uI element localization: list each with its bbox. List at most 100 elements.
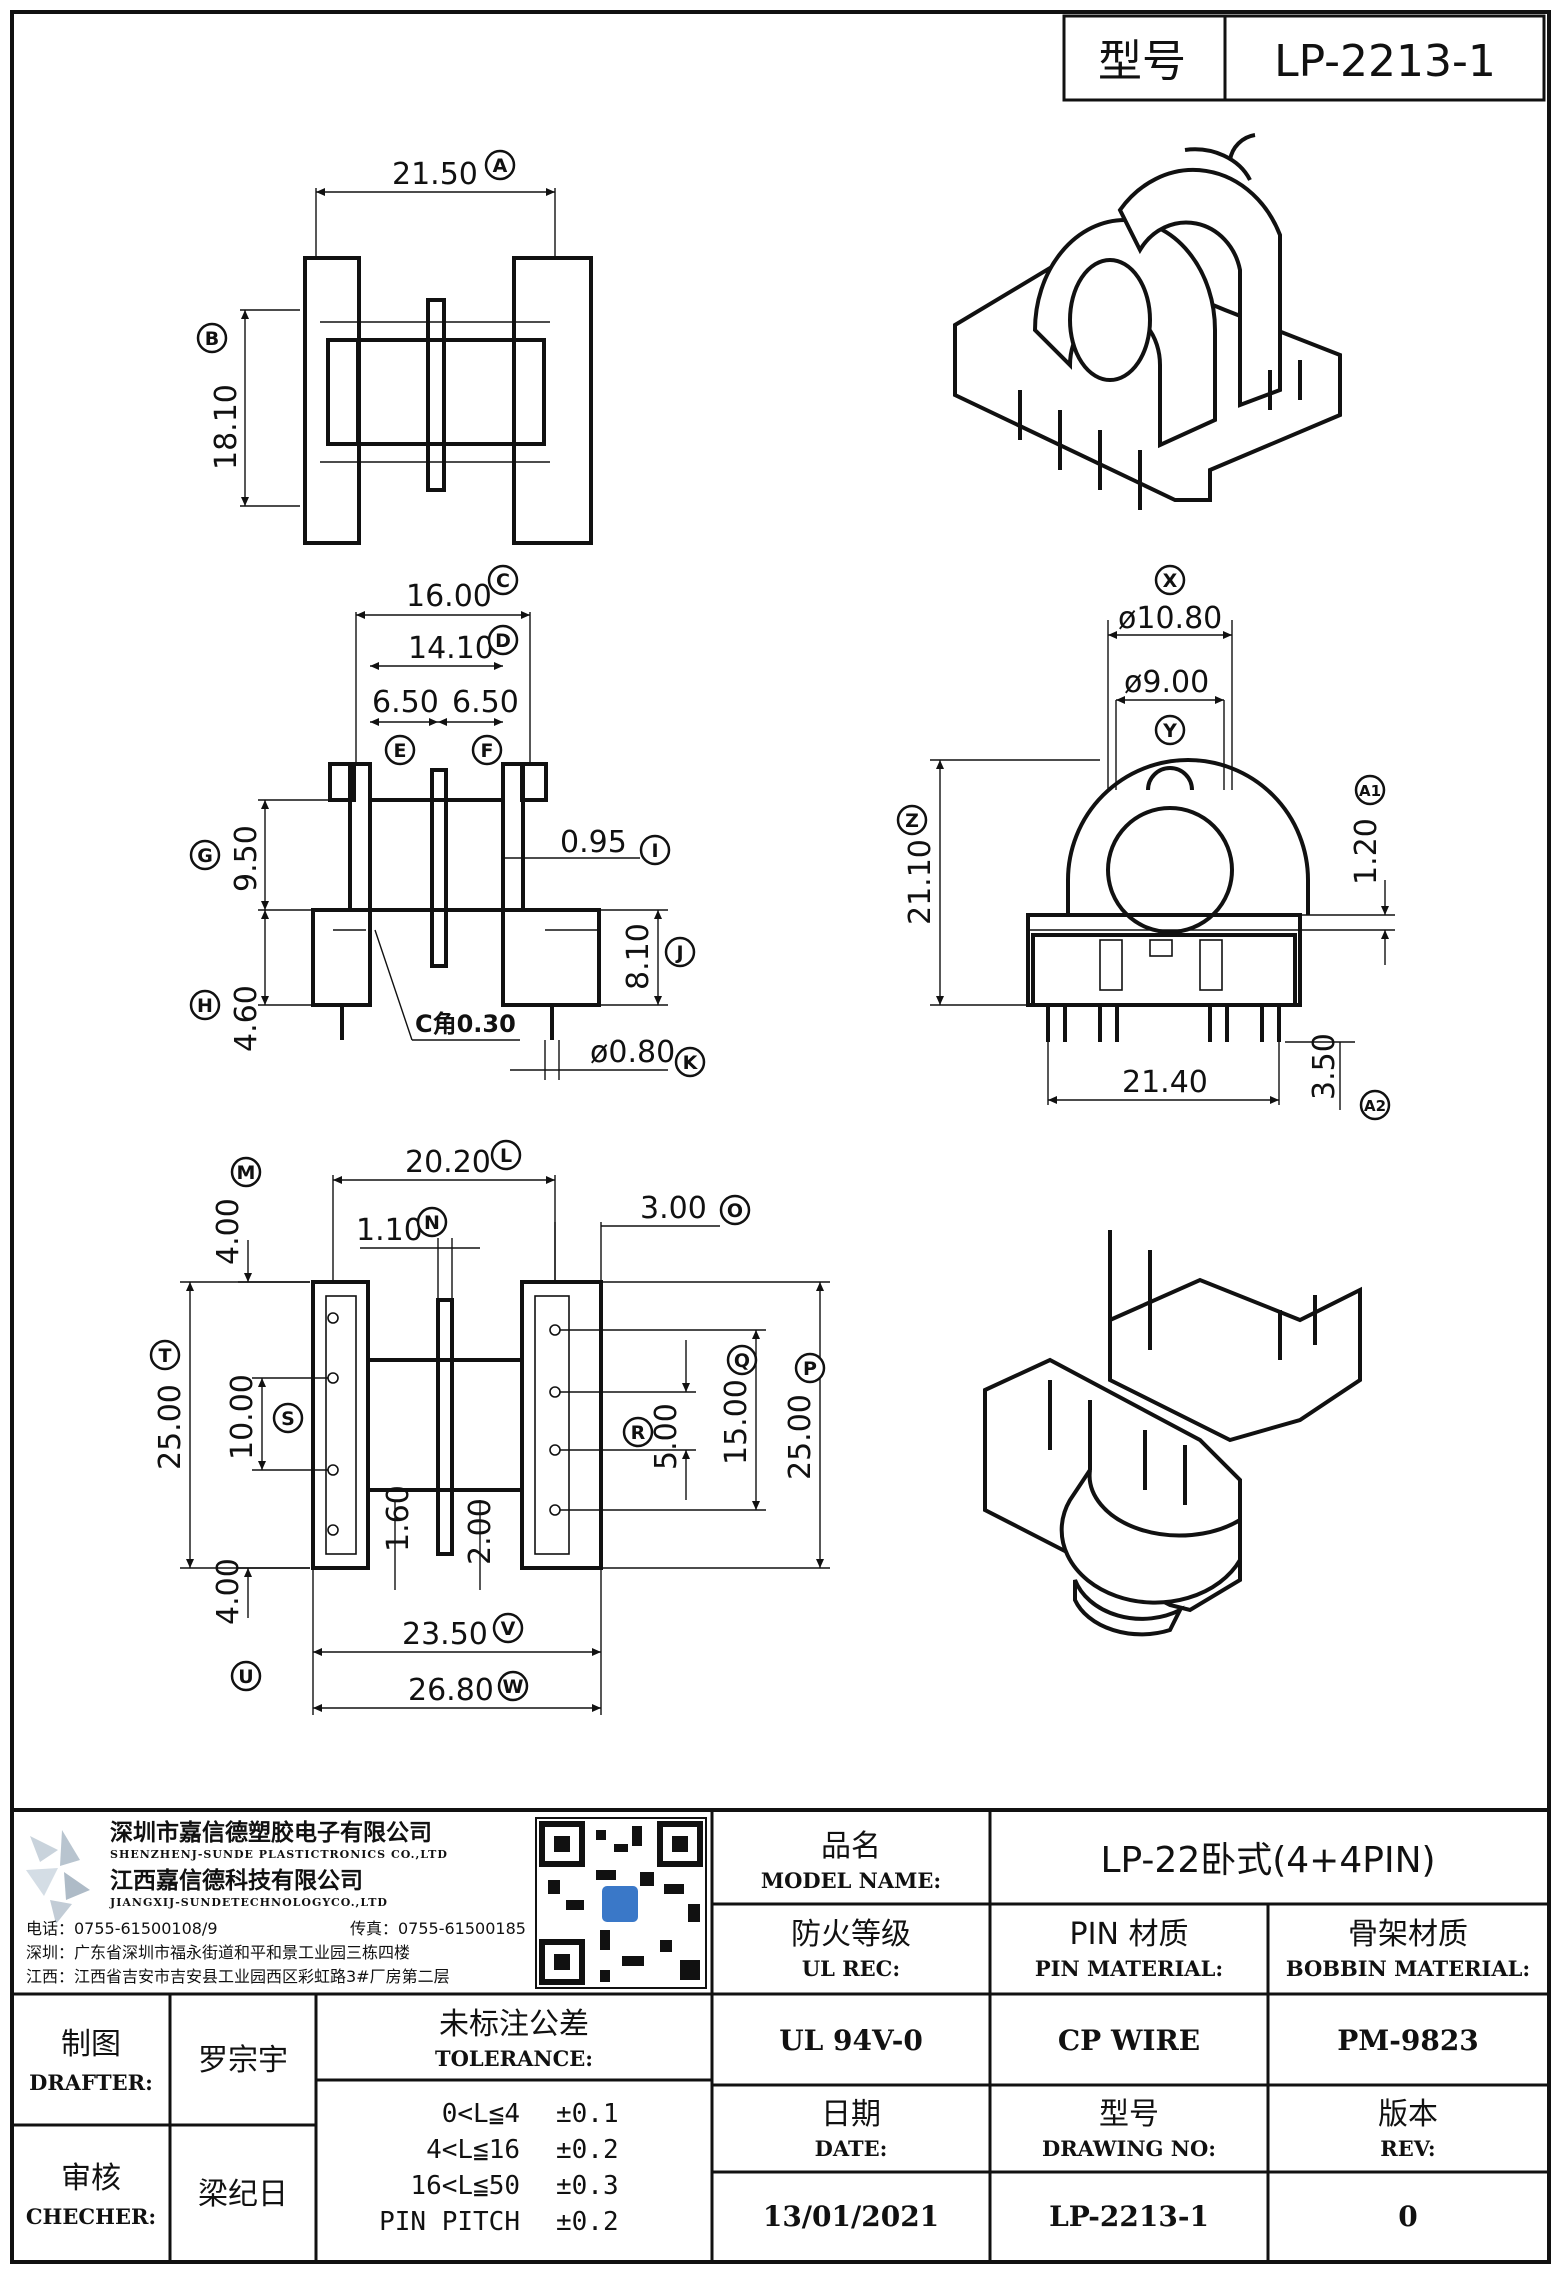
dim-S-value: 10.00 — [225, 1374, 260, 1460]
dimension-letter-circle — [719, 1194, 751, 1226]
dimension-letter-text: Z — [905, 810, 919, 832]
checker-label-cn: 审核 — [61, 2161, 121, 2196]
dimension-letter-m: M — [230, 1156, 262, 1188]
dim-T-value: 25.00 — [153, 1384, 188, 1470]
tolerance-range: PIN PITCH — [379, 2207, 520, 2237]
bobbin-value: PM-9823 — [1337, 2024, 1479, 2057]
side-view: 16.00 14.10 6.50 6.50 9.50 4.60 0.95 8.1… — [229, 579, 675, 1080]
company-address-sz: 深圳：广东省深圳市福永街道和平和景工业园三栋四楼 — [26, 1943, 410, 1962]
checker-label-en: CHECHER: — [26, 2204, 156, 2229]
checker-value: 梁纪日 — [198, 2177, 288, 2212]
dimension-letter-circle — [230, 1156, 262, 1188]
dimension-letter-t: T — [149, 1339, 181, 1371]
tolerance-range: 16<L≦50 — [410, 2171, 520, 2201]
dim-P-value: 25.00 — [783, 1394, 818, 1480]
dimension-letter-c: C — [487, 564, 519, 596]
top-view: 21.50 18.10 — [209, 157, 593, 545]
company-address-jx: 江西：江西省吉安市吉安县工业园西区彩虹路3#厂房第二层 — [26, 1967, 450, 1986]
dimension-letter-circle — [896, 804, 928, 836]
tolerance-label-cn: 未标注公差 — [439, 2007, 589, 2042]
dim-front-width-value: 21.40 — [1122, 1065, 1208, 1100]
bottom-view: 20.20 4.00 1.10 3.00 25.00 15.00 5.00 — [153, 1145, 830, 1715]
dimension-letter-text: V — [501, 1618, 516, 1640]
date-label-en: DATE: — [815, 2136, 888, 2161]
header-model-box: 型号 LP-2213-1 — [1062, 14, 1546, 102]
dimension-letter-circle — [794, 1352, 826, 1384]
dimension-letter-text: U — [238, 1666, 253, 1688]
dimension-letter-circle — [664, 936, 696, 968]
drafter-label-en: DRAFTER: — [29, 2070, 153, 2095]
dimension-letter-r: R — [622, 1416, 654, 1448]
dimension-letter-b: B — [196, 322, 228, 354]
company-name-cn-2: 江西嘉信德科技有限公司 — [110, 1867, 363, 1894]
dimension-letter-j: J — [664, 936, 696, 968]
pin-holes-right — [549, 1324, 561, 1516]
dimension-letter-circle — [639, 834, 671, 866]
dimension-letter-text: H — [197, 995, 213, 1017]
pin-label-en: PIN MATERIAL: — [1035, 1956, 1223, 1981]
dim-L-value: 20.20 — [405, 1145, 491, 1180]
dim-C-value: 16.00 — [406, 579, 492, 614]
dimension-letter-text: P — [803, 1358, 817, 1380]
dimension-letter-x: X — [1154, 564, 1186, 596]
chamfer-label: C角0.30 — [415, 1010, 516, 1038]
dim-W-value: 26.80 — [408, 1673, 494, 1708]
dim-F-value: 6.50 — [452, 685, 519, 720]
dimension-letter-p: P — [794, 1352, 826, 1384]
dimension-letter-circle — [272, 1402, 304, 1434]
dim-Y-value: ø9.00 — [1124, 665, 1209, 700]
header-model-label: 型号 — [1098, 36, 1186, 87]
dim-pad1-value: 1.60 — [381, 1485, 416, 1552]
bobbin-label-cn: 骨架材质 — [1348, 1917, 1468, 1952]
dimension-letter-l: L — [490, 1139, 522, 1171]
tolerance-value: ±0.1 — [556, 2099, 619, 2129]
dimension-letter-circle — [622, 1416, 654, 1448]
dimension-letter-circle — [196, 322, 228, 354]
dim-N-value: 1.10 — [356, 1213, 423, 1248]
dimension-letter-circle — [149, 1339, 181, 1371]
dimension-letter-circle — [1359, 1089, 1391, 1121]
dim-A-value: 21.50 — [392, 157, 478, 192]
front-view: ø10.80 ø9.00 21.10 1.20 3.50 21.40 — [903, 601, 1395, 1110]
dim-I-value: 0.95 — [560, 825, 627, 860]
dimension-letter-text: G — [197, 845, 213, 867]
dimension-letter-o: O — [719, 1194, 751, 1226]
dimension-letter-v: V — [492, 1612, 524, 1644]
dim-A1-value: 1.20 — [1349, 818, 1384, 885]
dimension-letter-text: I — [651, 840, 658, 862]
sheet-border — [10, 10, 1551, 2264]
dim-H-value: 4.60 — [229, 985, 264, 1052]
dimension-letter-circle — [726, 1344, 758, 1376]
dim-Q-value: 15.00 — [719, 1379, 754, 1465]
dimension-letter-text: W — [503, 1676, 524, 1698]
dimension-letter-i: I — [639, 834, 671, 866]
dimension-letter-circle — [1354, 774, 1386, 806]
tolerance-value: ±0.3 — [556, 2171, 619, 2201]
dimension-letter-circle — [1154, 564, 1186, 596]
tolerance-value: ±0.2 — [556, 2135, 619, 2165]
ul-label-en: UL REC: — [802, 1956, 900, 1981]
drawing-label-en: DRAWING NO: — [1042, 2136, 1216, 2161]
dim-U-value: 4.00 — [211, 1558, 246, 1625]
dimension-letter-text: L — [500, 1145, 512, 1167]
model-name-label-en: MODEL NAME: — [761, 1868, 941, 1893]
dimension-letter-s: S — [272, 1402, 304, 1434]
dimension-letter-text: T — [159, 1345, 172, 1367]
dim-D-value: 14.10 — [408, 631, 494, 666]
tolerance-value: ±0.2 — [556, 2207, 619, 2237]
company-name-cn-1: 深圳市嘉信德塑胶电子有限公司 — [110, 1819, 432, 1846]
dimension-letter-circle — [487, 624, 519, 656]
rev-label-cn: 版本 — [1378, 2097, 1438, 2132]
dimension-letter-text: A1 — [1359, 782, 1381, 800]
tolerance-range: 4<L≦16 — [426, 2135, 520, 2165]
dimension-letter-circle — [189, 839, 221, 871]
dimension-letter-a1: A1 — [1354, 774, 1386, 806]
drafter-value: 罗宗宇 — [198, 2043, 288, 2078]
dimension-letter-text: J — [674, 942, 683, 964]
qr-code — [535, 1817, 707, 1989]
ul-value: UL 94V-0 — [779, 2024, 923, 2057]
dimension-letter-circle — [492, 1612, 524, 1644]
company-logo — [26, 1830, 90, 1924]
dimension-letter-text: S — [281, 1408, 295, 1430]
